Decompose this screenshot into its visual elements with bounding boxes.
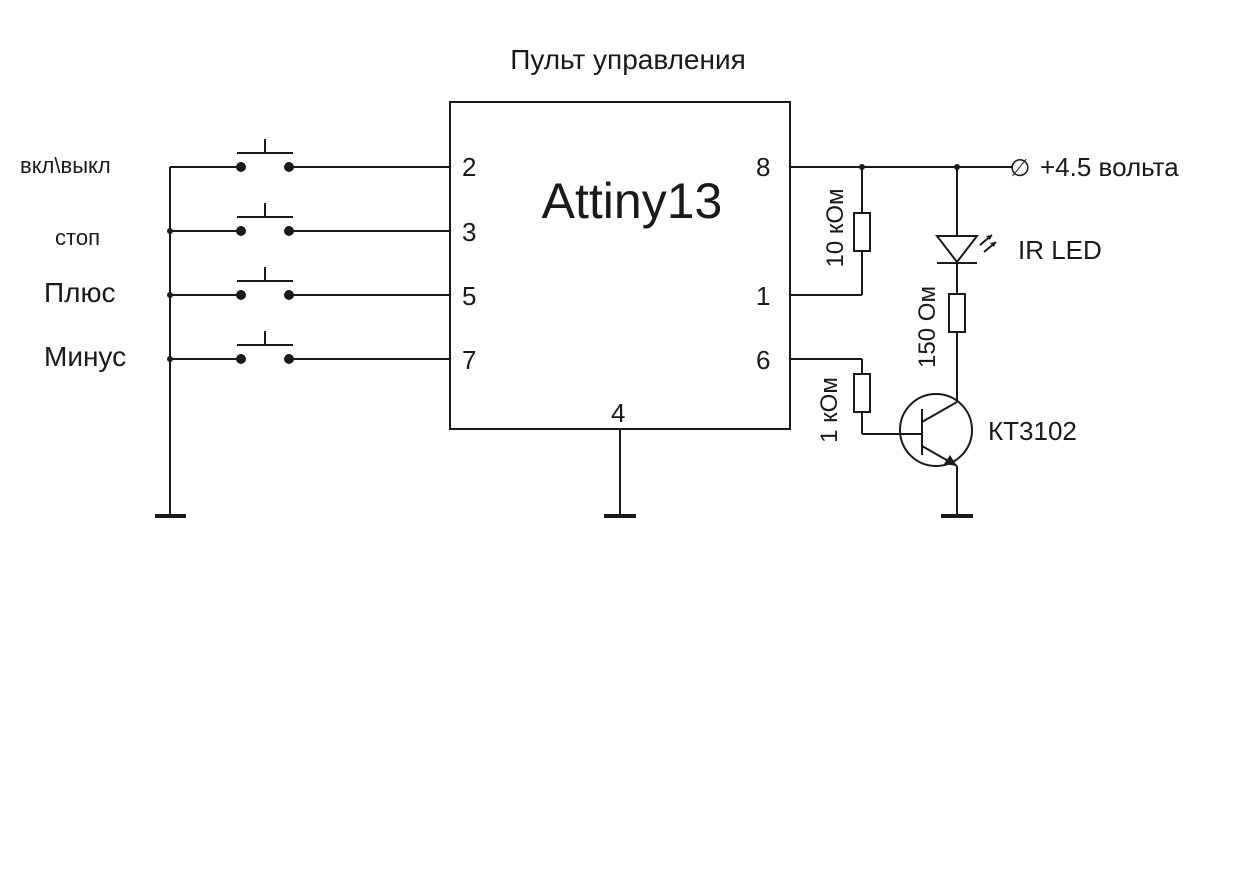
ir-led-label: IR LED — [1018, 235, 1102, 265]
pin-1-label: 1 — [756, 281, 770, 311]
pin-8-label: 8 — [756, 152, 770, 182]
push-button-stop — [236, 203, 294, 236]
push-button-onoff — [236, 139, 294, 172]
resistor-10k-label: 10 кОм — [822, 188, 849, 267]
push-button-minus — [236, 331, 294, 364]
pin-6-label: 6 — [756, 345, 770, 375]
resistor-150 — [948, 293, 966, 333]
chip-name: Attiny13 — [542, 173, 723, 229]
button-label-stop: стоп — [55, 225, 100, 250]
button-label-minus: Минус — [44, 341, 126, 372]
chip-body — [449, 101, 791, 430]
resistor-1k — [853, 373, 871, 413]
pin-5-label: 5 — [462, 281, 476, 311]
schematic-title: Пульт управления — [510, 44, 746, 75]
button-wires — [167, 166, 450, 516]
pin-3-label: 3 — [462, 217, 476, 247]
power-terminal-symbol: ∅ — [1010, 155, 1031, 182]
power-rail — [790, 164, 1013, 170]
button-label-plus: Плюс — [44, 277, 115, 308]
push-button-plus — [236, 267, 294, 300]
power-label: +4.5 вольта — [1040, 152, 1179, 182]
transistor-symbol — [899, 393, 973, 516]
pin-4-label: 4 — [611, 398, 625, 428]
button-label-onoff: вкл\выкл — [20, 153, 111, 178]
pin-2-label: 2 — [462, 152, 476, 182]
resistor-10k — [853, 212, 871, 252]
transistor-label: КТ3102 — [988, 416, 1077, 446]
resistor-150-label: 150 Ом — [914, 286, 941, 368]
pin-7-label: 7 — [462, 345, 476, 375]
resistor-1k-label: 1 кОм — [816, 377, 843, 443]
ir-led-symbol — [934, 234, 997, 264]
